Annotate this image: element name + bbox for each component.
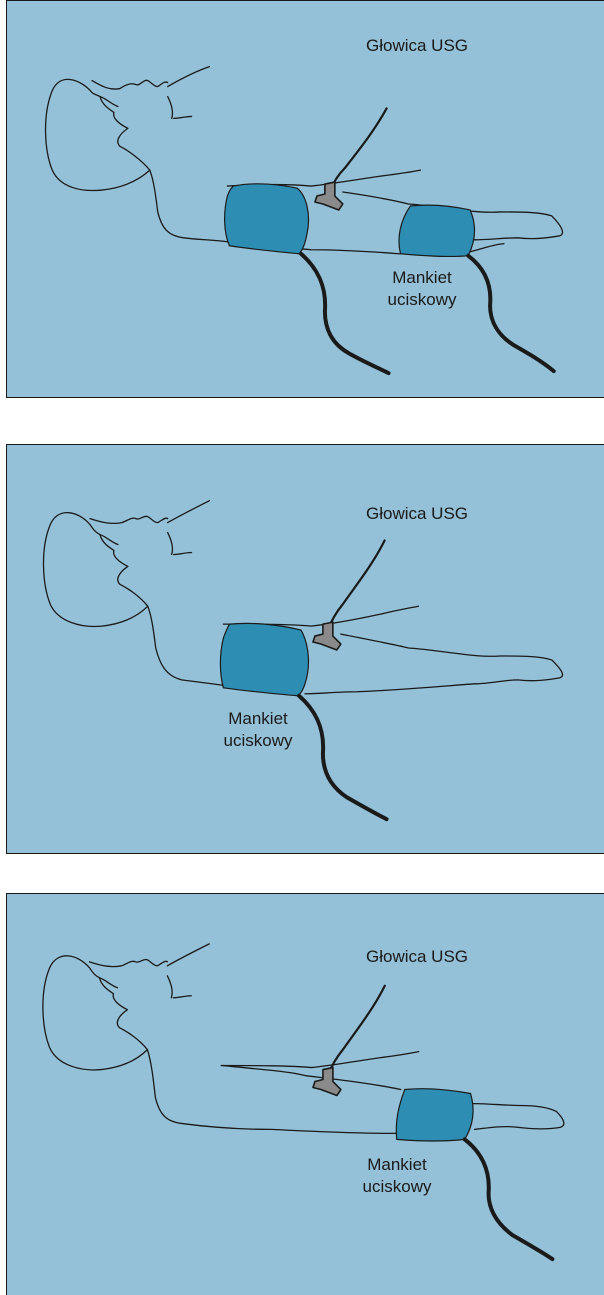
patient-head-outline	[46, 79, 150, 190]
cuff-label: Mankiet uciskowy	[203, 708, 313, 752]
patient-chin-line	[168, 97, 192, 119]
patient-face-profile	[90, 959, 168, 966]
probe-label: Głowica USG	[366, 35, 468, 57]
patient-hair-line	[167, 944, 209, 966]
probe-cable	[329, 986, 385, 1074]
cuff-label-line1: Mankiet	[203, 708, 313, 730]
forearm-cuff	[399, 205, 474, 256]
forearm-cuff	[396, 1089, 473, 1141]
cuff-label-line2: uciskowy	[342, 1176, 452, 1198]
diagram-panel-both-cuffs: Głowica USG Mankiet uciskowy	[6, 0, 604, 398]
patient-head-outline	[43, 956, 148, 1070]
patient-face-profile	[90, 516, 168, 523]
upper-arm-cuff	[220, 623, 308, 695]
patient-illustration	[6, 894, 604, 1295]
cuff-label-line1: Mankiet	[342, 1154, 452, 1176]
probe-label: Głowica USG	[366, 946, 468, 968]
patient-forearm-line	[469, 1103, 564, 1129]
forearm-cuff-tube	[465, 1139, 553, 1259]
diagram-panel-forearm-cuff: Głowica USG Mankiet uciskowy	[6, 893, 604, 1295]
probe-cable	[331, 108, 387, 190]
patient-arm-bottom-line	[148, 606, 228, 686]
patient-hair-line	[168, 501, 210, 523]
patient-shoulder-line	[305, 634, 563, 694]
patient-arm-top-line	[221, 1052, 419, 1068]
cuff-label: Mankiet uciskowy	[367, 267, 477, 311]
patient-hair-line	[168, 67, 210, 87]
patient-chin-line	[168, 533, 192, 555]
patient-shoulder-line	[223, 1066, 401, 1090]
patient-head-outline	[44, 513, 148, 627]
cuff-label-line2: uciskowy	[203, 730, 313, 752]
cuff-label-line2: uciskowy	[367, 289, 477, 311]
patient-illustration	[6, 445, 604, 853]
probe-label: Głowica USG	[366, 503, 468, 525]
cuff-label: Mankiet uciskowy	[342, 1154, 452, 1198]
ultrasound-probe	[313, 1068, 341, 1096]
cuff-label-line1: Mankiet	[367, 267, 477, 289]
patient-chin-line	[167, 976, 191, 998]
patient-face-profile	[92, 80, 168, 89]
ultrasound-probe	[315, 182, 343, 210]
ultrasound-probe	[313, 622, 341, 650]
upper-arm-cuff	[225, 184, 309, 254]
diagram-panel-upper-arm-cuff: Głowica USG Mankiet uciskowy	[6, 444, 604, 854]
forearm-cuff-tube	[468, 256, 554, 371]
patient-illustration	[6, 1, 604, 397]
